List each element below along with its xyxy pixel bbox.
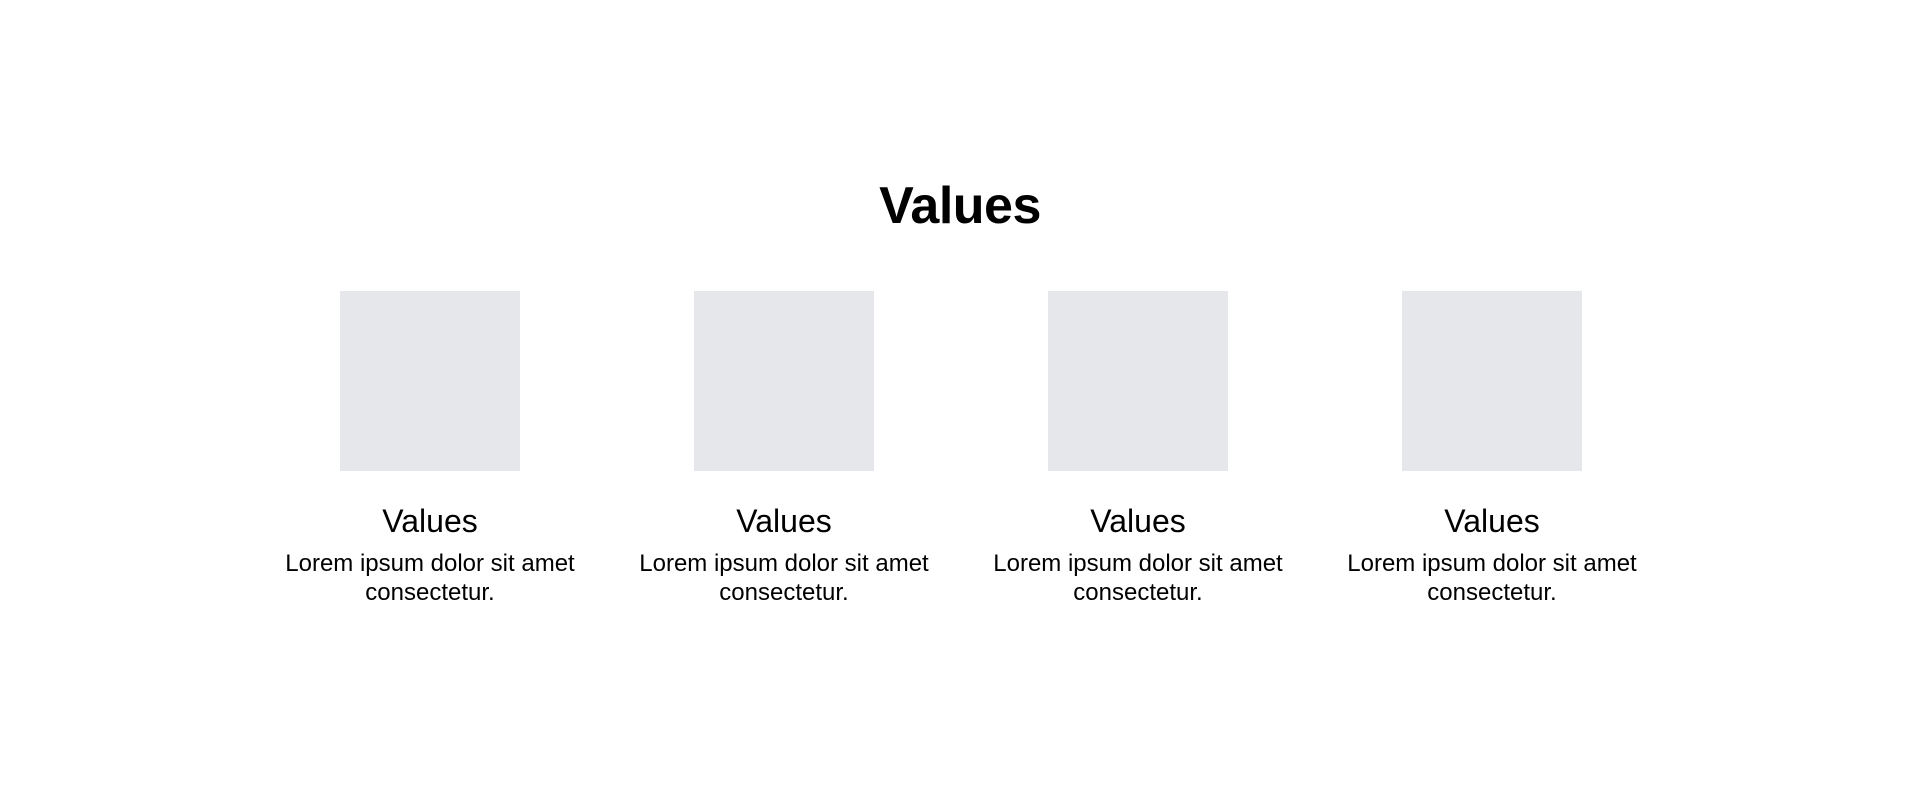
card-description: Lorem ipsum dolor sit amet consectetur.: [993, 550, 1283, 606]
value-card: Values Lorem ipsum dolor sit amet consec…: [968, 291, 1308, 607]
card-title: Values: [1090, 503, 1186, 539]
image-placeholder: [694, 291, 874, 471]
value-card: Values Lorem ipsum dolor sit amet consec…: [1322, 291, 1662, 607]
section-title: Values: [879, 177, 1041, 235]
card-title: Values: [1444, 503, 1540, 539]
card-description: Lorem ipsum dolor sit amet consectetur.: [639, 550, 929, 606]
values-card-list: Values Lorem ipsum dolor sit amet consec…: [0, 291, 1920, 641]
image-placeholder: [340, 291, 520, 471]
image-placeholder: [1402, 291, 1582, 471]
value-card: Values Lorem ipsum dolor sit amet consec…: [614, 291, 954, 607]
card-title: Values: [382, 503, 478, 539]
value-card: Values Lorem ipsum dolor sit amet consec…: [260, 291, 600, 607]
image-placeholder: [1048, 291, 1228, 471]
card-description: Lorem ipsum dolor sit amet consectetur.: [1347, 550, 1637, 606]
card-description: Lorem ipsum dolor sit amet consectetur.: [285, 550, 575, 606]
card-title: Values: [736, 503, 832, 539]
